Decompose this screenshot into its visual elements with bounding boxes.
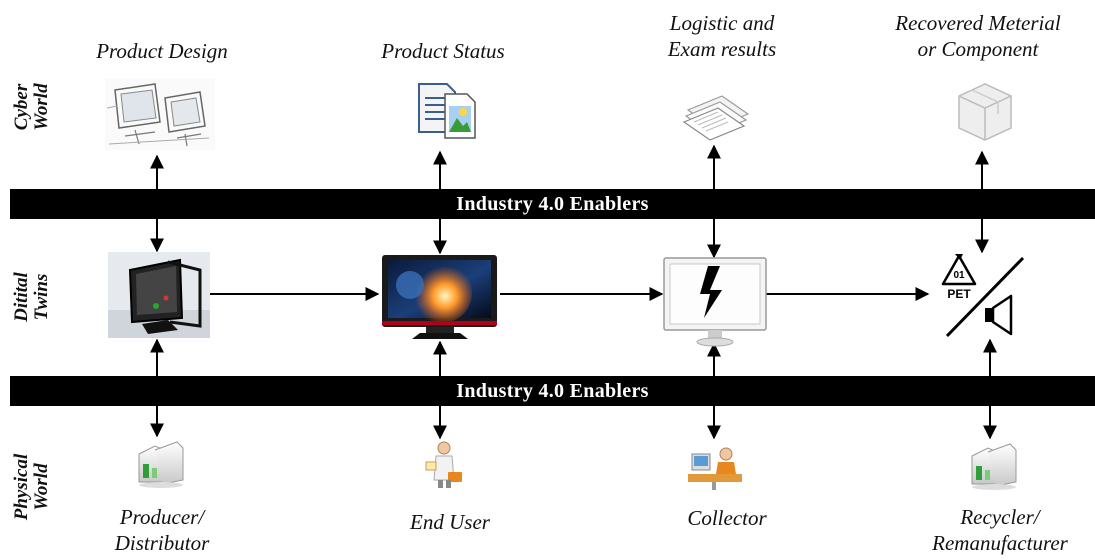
broken-monitor-icon (663, 257, 767, 347)
physical-label-collector: Collector (687, 505, 766, 531)
label-line: Collector (687, 506, 767, 530)
label-line: Recycler/ (960, 505, 1040, 529)
factory-building-icon (138, 441, 184, 488)
label-line: Logistic and (669, 11, 775, 35)
recycle-speaker-icon: 01 PET (941, 254, 1025, 338)
label-line: End User (410, 510, 490, 534)
label-line: Distributor (114, 531, 210, 555)
user-person-icon (425, 441, 462, 488)
cyber-label-product-status: Product Status (381, 38, 504, 64)
cyber-label-product-design: Product Design (96, 38, 228, 64)
label-line: Exam results (667, 37, 777, 61)
label-line: Recovered Meterial (895, 11, 1061, 35)
label-line: Producer/ (119, 505, 205, 529)
monitor-3d-model-icon (108, 252, 210, 338)
recycle-code: 01 (953, 270, 965, 281)
papers-stack-icon (682, 95, 750, 141)
enablers-band-top: Industry 4.0 Enablers (10, 189, 1095, 219)
box-icon (958, 83, 1012, 141)
factory-building-icon (971, 443, 1017, 490)
physical-label-producer: Producer/ Distributor (115, 504, 210, 556)
cyber-label-logistic-exam: Logistic and Exam results (668, 10, 776, 62)
vertical-arrows (150, 144, 997, 440)
tv-monitor-icon (382, 255, 497, 339)
recycle-material: PET (947, 287, 971, 301)
label-line: Product Design (96, 39, 228, 63)
collector-workstation-icon (688, 447, 742, 490)
enablers-band-bottom: Industry 4.0 Enablers (10, 376, 1095, 406)
product-design-sketch-icon (105, 78, 215, 150)
physical-label-end-user: End User (410, 509, 490, 535)
document-image-icon (418, 83, 476, 139)
label-line: Product Status (381, 39, 505, 63)
physical-label-recycler: Recycler/ Remanufacturer (932, 504, 1068, 556)
label-line: or Component (917, 37, 1039, 61)
cyber-label-recovered-material: Recovered Meterial or Component (895, 10, 1060, 62)
label-line: Remanufacturer (932, 531, 1068, 555)
